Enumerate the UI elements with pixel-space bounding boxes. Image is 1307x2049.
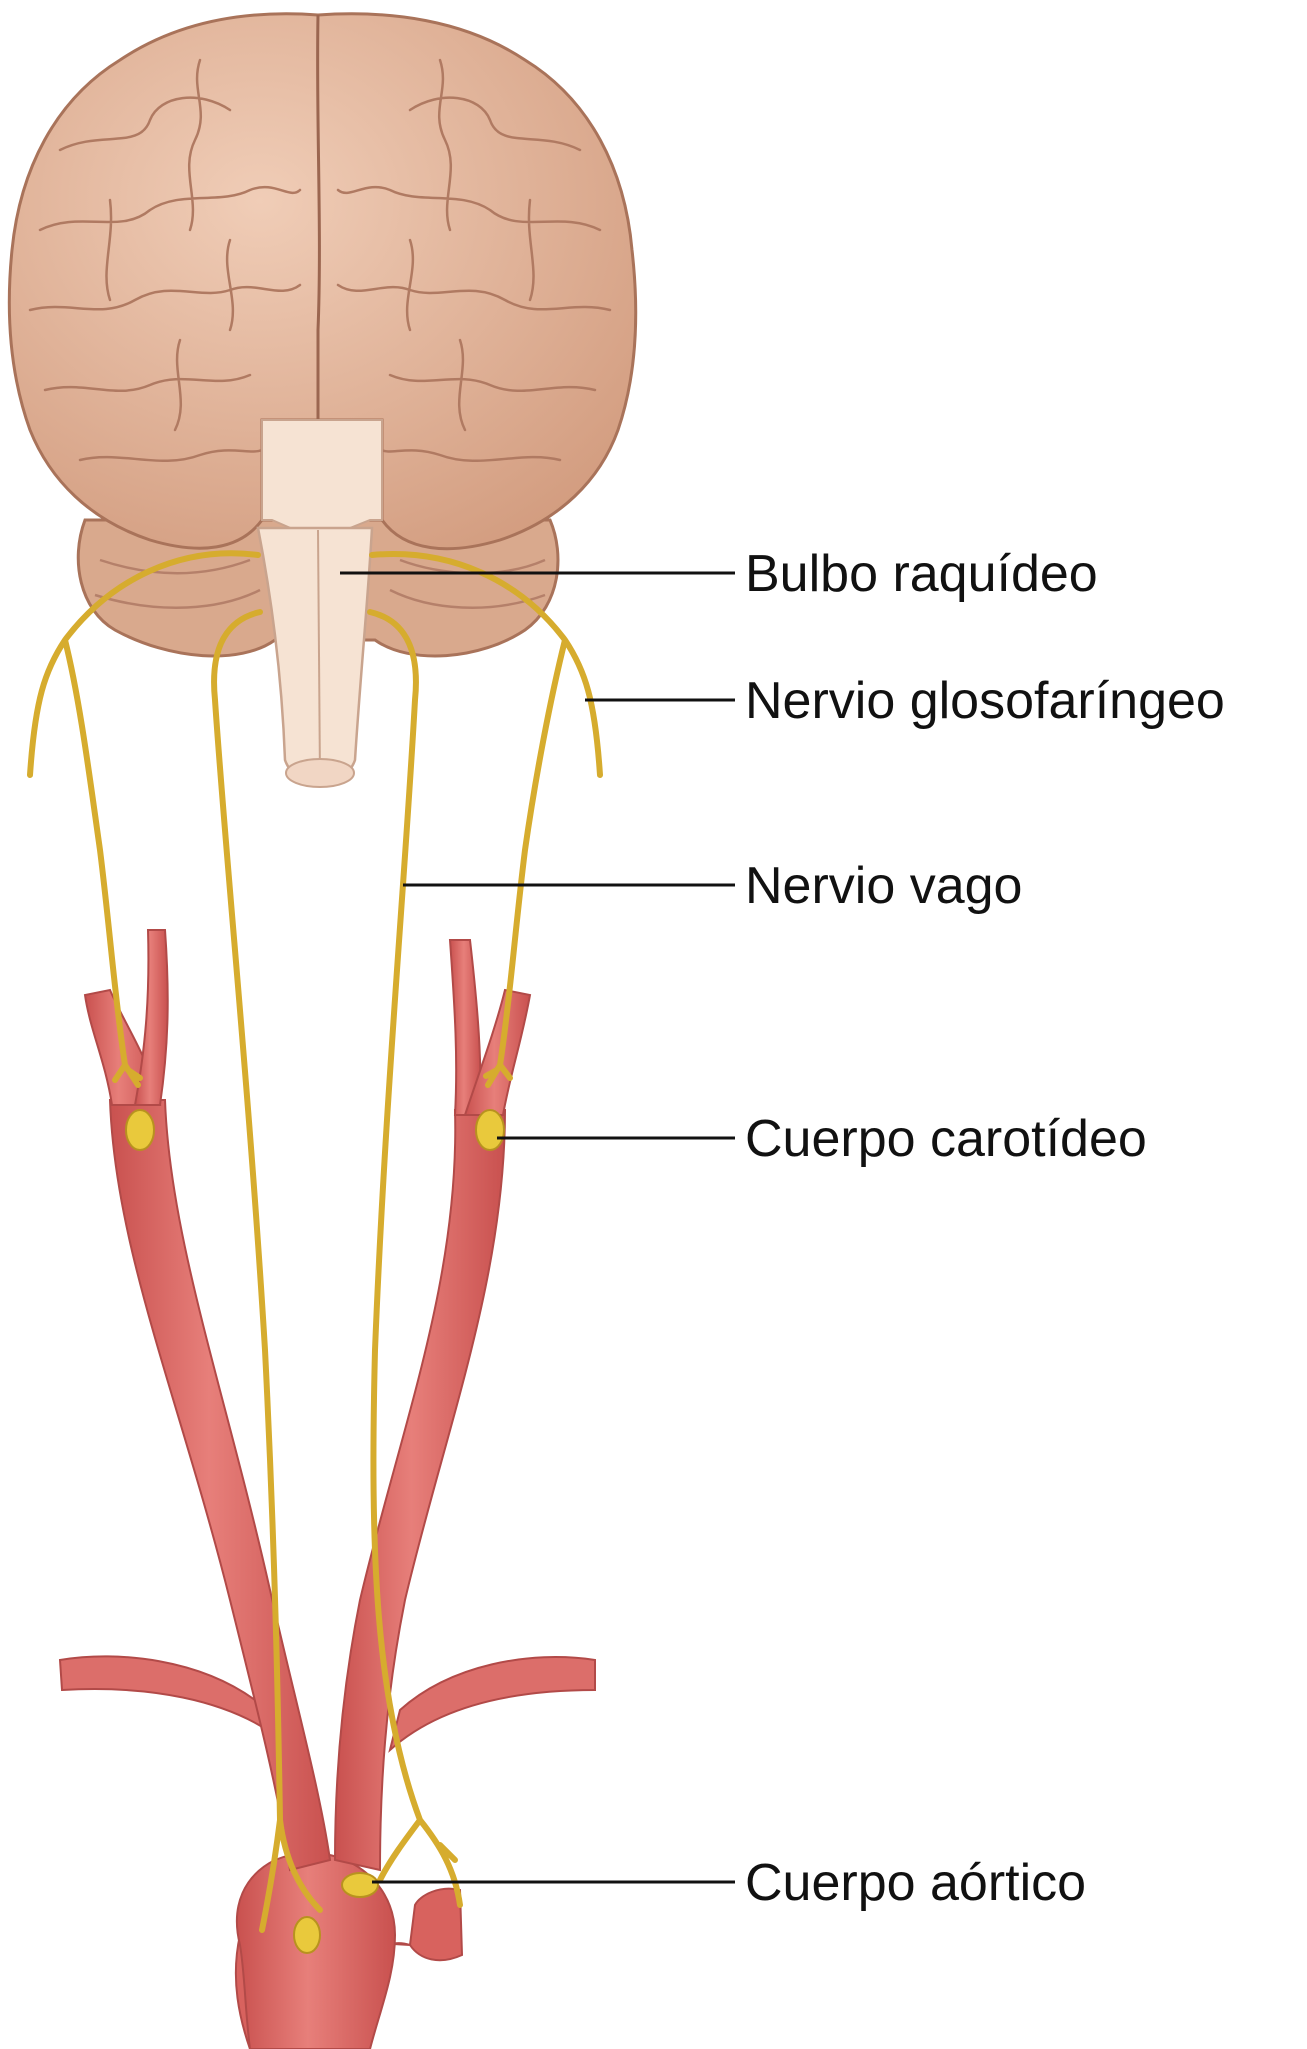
right-carotid-artery bbox=[335, 1110, 505, 1870]
left-subclavian-artery bbox=[60, 1656, 275, 1735]
aortic-body-left bbox=[294, 1917, 320, 1953]
right-subclavian-artery bbox=[390, 1657, 595, 1750]
carotid-body-left bbox=[126, 1110, 154, 1150]
medulla-cut-end bbox=[286, 759, 354, 787]
longitudinal-fissure bbox=[318, 15, 320, 420]
medulla-oblongata bbox=[258, 528, 372, 783]
left-carotid-artery bbox=[110, 1100, 330, 1870]
label-cuerpo-carotideo: Cuerpo carotídeo bbox=[745, 1110, 1147, 1168]
aortic-body-right bbox=[342, 1873, 378, 1897]
label-nervio-vago: Nervio vago bbox=[745, 857, 1022, 915]
brain bbox=[9, 14, 635, 787]
label-bulbo-raquideo: Bulbo raquídeo bbox=[745, 545, 1098, 603]
labels: Bulbo raquídeo Nervio glosofaríngeo Nerv… bbox=[745, 545, 1225, 1912]
label-cuerpo-aortico: Cuerpo aórtico bbox=[745, 1854, 1086, 1912]
brainstem bbox=[262, 420, 382, 530]
label-nervio-glosofaringeo: Nervio glosofaríngeo bbox=[745, 672, 1225, 730]
carotid-body-right bbox=[476, 1110, 504, 1150]
